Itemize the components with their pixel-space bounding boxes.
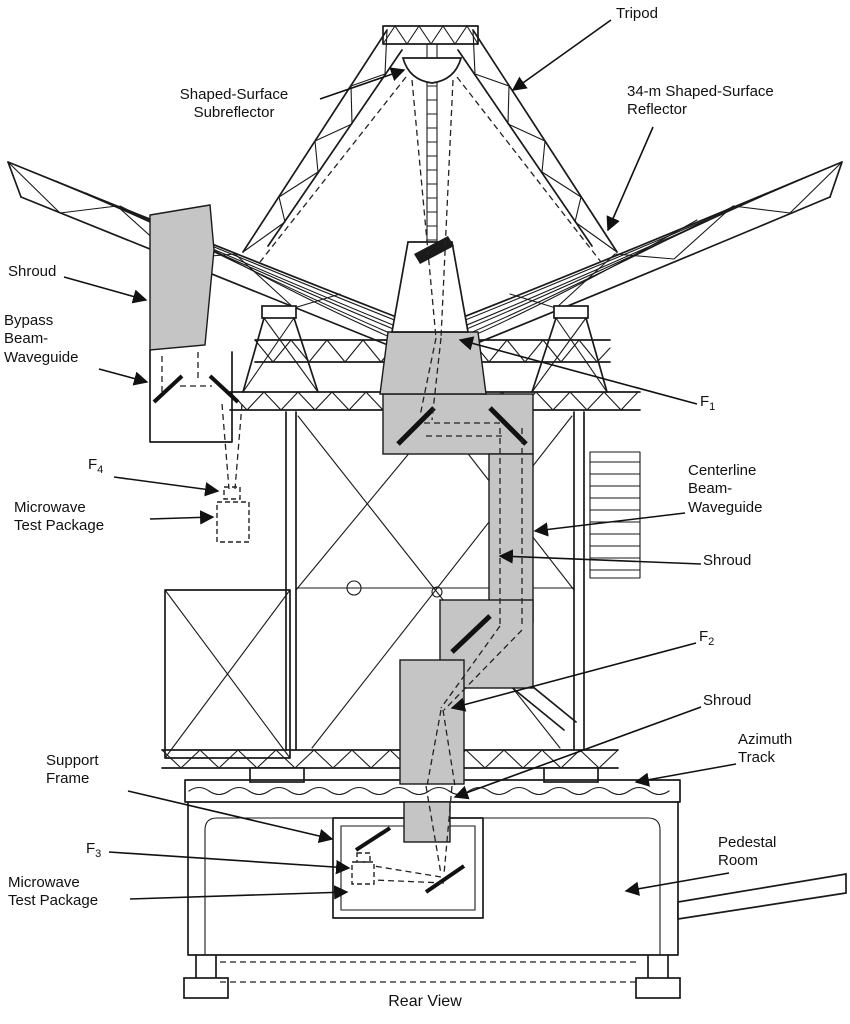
bend-mirror	[450, 614, 492, 654]
label-centerline: Centerline Beam- Waveguide	[688, 462, 763, 516]
cone-top-mirror	[414, 236, 454, 264]
f1-shroud-box	[382, 393, 534, 455]
equipment-rack	[589, 451, 641, 579]
bypass-mirror-right	[208, 374, 240, 404]
right-foot	[635, 977, 681, 999]
right-azimuth-truck	[543, 767, 599, 783]
pedestal-assembly	[183, 779, 847, 999]
leader-arrows	[63, 19, 737, 900]
left-foot	[183, 977, 229, 999]
upper-left-shroud	[149, 204, 215, 351]
subreflector-shape	[401, 57, 463, 84]
label-f4: F4	[88, 456, 104, 476]
centerline-leader	[533, 512, 686, 537]
label-reflector: 34-m Shaped-Surface Reflector	[627, 83, 774, 119]
label-shroud-mid: Shroud	[703, 552, 752, 569]
label-shroud-upper: Shroud	[8, 263, 57, 280]
label-bypass: Bypass Beam- Waveguide	[4, 312, 79, 366]
reflector-leader	[606, 126, 654, 232]
label-mtp-upper: Microwave Test Package	[14, 499, 105, 535]
lower-shroud-column	[399, 659, 465, 785]
bypass-leader	[98, 368, 149, 386]
pedestal-leader	[624, 872, 730, 896]
label-mtp-lower: Microwave Test Package	[8, 874, 99, 910]
label-tripod: Tripod	[616, 5, 658, 22]
f3-leader	[108, 851, 351, 875]
shroud-mid-leader	[498, 549, 702, 565]
beam-waveguide-shrouds	[382, 393, 534, 843]
right-support-pad	[553, 305, 589, 319]
azimuth-leader	[634, 763, 737, 787]
f1-mirror-left	[396, 406, 436, 446]
f3-test-package-box	[351, 861, 375, 885]
microwave-test-package-box	[216, 501, 250, 543]
tripod-leader	[511, 19, 612, 91]
pedestal-mirror-lower	[424, 864, 466, 894]
label-f3: F3	[86, 840, 102, 860]
cable-ramp	[677, 872, 847, 920]
label-f1: F1	[700, 393, 716, 413]
tripod-structure	[242, 25, 618, 253]
label-azimuth: Azimuth Track	[738, 731, 793, 767]
f1-leader	[458, 336, 698, 405]
label-subreflector: Shaped-Surface Subreflector	[179, 86, 289, 122]
subreflector-leader	[319, 67, 406, 100]
mtp-lower-leader	[129, 885, 349, 900]
alidade-structure	[161, 411, 641, 783]
f2-leader	[450, 642, 697, 712]
label-f2: F2	[699, 628, 715, 648]
label-pedestal: Pedestal Room	[718, 834, 777, 870]
centerline-shroud-column	[488, 453, 534, 623]
pedestal-room-walls	[187, 801, 679, 956]
label-shroud-lower: Shroud	[703, 692, 752, 709]
pedestal-mirror-upper	[354, 826, 392, 852]
support-frame-leader	[127, 790, 334, 844]
beam-paths	[161, 76, 602, 884]
mtp-upper-leader	[149, 510, 215, 525]
shroud-upper-leader	[63, 276, 148, 304]
left-azimuth-truck	[249, 767, 305, 783]
f4-leader	[113, 476, 220, 497]
label-support-frame: Support Frame	[46, 752, 99, 788]
left-support-pad	[261, 305, 297, 319]
pedestal-shroud-column	[403, 801, 451, 843]
f4-box	[223, 486, 241, 500]
f1-mirror-right	[488, 406, 528, 446]
figure-caption: Rear View	[388, 993, 462, 1010]
foundation-hidden-lines	[220, 961, 640, 983]
azimuth-track-wave	[188, 786, 670, 796]
bypass-mirror-left	[152, 374, 184, 404]
shroud-lower-leader	[453, 706, 702, 800]
bypass-beam-waveguide	[149, 349, 250, 543]
cone-base-shroud	[379, 331, 487, 395]
